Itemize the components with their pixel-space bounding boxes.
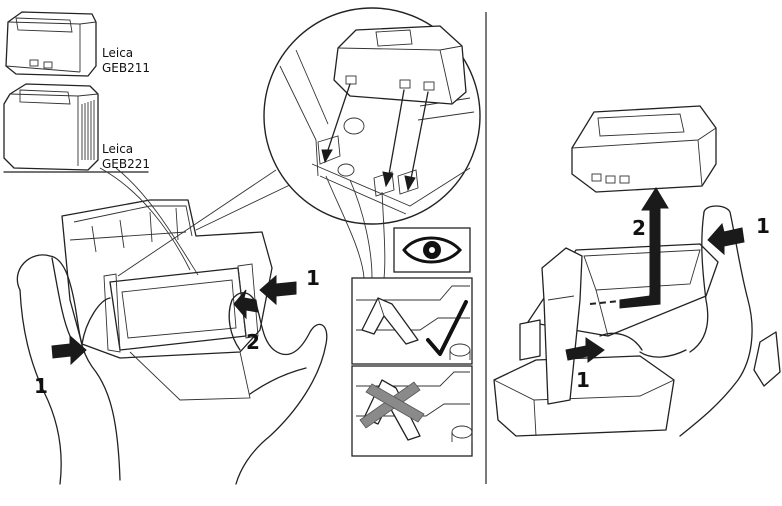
geb221-model: GEB221 (102, 157, 150, 172)
geb211-label: Leica GEB211 (102, 46, 150, 76)
geb211-brand: Leica (102, 46, 150, 61)
arrow-remove-step1-right (708, 224, 744, 254)
magnified-detail (264, 8, 480, 224)
geb221-label: Leica GEB221 (102, 142, 150, 172)
instrument-base (494, 244, 780, 436)
insert-step1-right-label: 1 (306, 266, 320, 290)
remove-step1-bottom-label: 1 (576, 368, 590, 392)
removed-battery (572, 106, 716, 192)
detail-panel-incorrect (352, 366, 472, 456)
remove-step1-right-label: 1 (756, 214, 770, 238)
eye-icon (394, 228, 470, 272)
battery-geb211 (6, 12, 96, 76)
geb211-model: GEB211 (102, 61, 150, 76)
insert-step2-label: 2 (246, 330, 260, 354)
detail-panel-correct (352, 278, 472, 364)
remove-step2-label: 2 (632, 216, 646, 240)
insert-step1-left-label: 1 (34, 374, 48, 398)
geb221-brand: Leica (102, 142, 150, 157)
